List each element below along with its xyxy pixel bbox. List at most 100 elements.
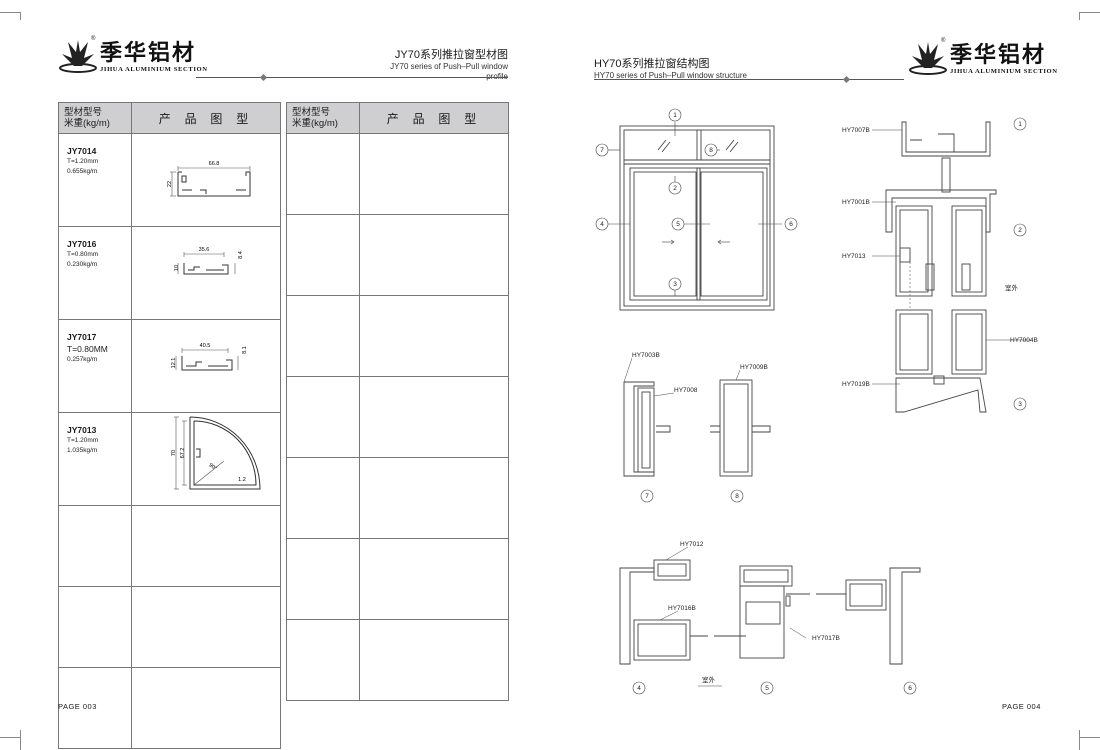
empty-cell — [286, 133, 360, 215]
right-page: HY70系列推拉窗结构图 HY70 series of Push–Pull wi… — [550, 0, 1100, 750]
svg-text:8: 8 — [735, 493, 739, 500]
structure-drawing: 1 2 3 4 5 6 7 8 1 2 3 7 8 4 5 6 — [595, 108, 1038, 695]
table-row — [286, 619, 509, 701]
label-hy7009b: HY7009B — [740, 364, 768, 371]
table-row — [286, 133, 509, 215]
crop-mark — [1079, 730, 1080, 750]
header-rule — [196, 77, 508, 78]
svg-text:8.4: 8.4 — [238, 251, 244, 259]
label-hy7004b: HY7004B — [1010, 337, 1038, 344]
empty-cell — [286, 619, 360, 701]
crop-mark — [20, 12, 21, 20]
svg-text:2: 2 — [673, 185, 677, 192]
page-number-left: PAGE 003 — [58, 702, 97, 711]
table-row — [58, 586, 281, 668]
transom-section — [623, 379, 771, 477]
registered-mark: ® — [91, 36, 96, 42]
empty-cell — [58, 667, 132, 749]
title-en: HY70 series of Push–Pull window structur… — [594, 71, 747, 80]
label-hy7012: HY7012 — [680, 541, 704, 548]
right-page-title: HY70系列推拉窗结构图 HY70 series of Push–Pull wi… — [594, 58, 747, 81]
svg-text:6: 6 — [908, 685, 912, 692]
label-hy7017b: HY7017B — [812, 635, 840, 642]
outdoor-label: 室外 — [1005, 283, 1019, 292]
table-row: JY7014 T=1.20mm 0.655kg/m 66.8 2 — [58, 133, 281, 227]
table-row — [58, 667, 281, 749]
crop-mark — [1080, 737, 1100, 738]
header-rule-dot — [259, 73, 268, 82]
svg-text:40.5: 40.5 — [200, 343, 211, 349]
window-elevation — [619, 125, 775, 311]
svg-text:5: 5 — [765, 685, 769, 692]
svg-text:7: 7 — [645, 493, 649, 500]
profile-thickness: T=1.20mm — [67, 158, 99, 165]
crop-mark — [1079, 12, 1080, 20]
crop-mark — [1080, 12, 1100, 13]
header-code: 型材型号 米重(kg/m) — [58, 102, 132, 134]
profile-code: JY7014 — [67, 146, 97, 156]
svg-text:66.8: 66.8 — [209, 161, 220, 167]
profile-code-cell: JY7016 T=0.80mm 0.230kg/m — [58, 226, 132, 320]
svg-text:8.1: 8.1 — [242, 346, 248, 354]
label-hy7013: HY7013 — [842, 253, 866, 260]
svg-text:4: 4 — [637, 685, 641, 692]
empty-cell — [359, 295, 509, 377]
label-hy7008: HY7008 — [674, 387, 698, 394]
brand-mark-icon — [59, 40, 97, 73]
svg-text:70: 70 — [171, 450, 177, 456]
label-hy7019b: HY7019B — [842, 381, 870, 388]
svg-text:3: 3 — [1018, 401, 1022, 408]
empty-cell — [131, 667, 281, 749]
table-row — [286, 376, 509, 458]
table-row — [286, 538, 509, 620]
left-page: 季华铝材 JIHUA ALUMINIUM SECTION ® JY70系列推拉窗… — [58, 36, 509, 749]
table-row — [286, 295, 509, 377]
empty-cell — [359, 376, 509, 458]
profile-weight: 1.035kg/m — [67, 447, 98, 454]
title-en: JY70 series of Push–Pull window profile — [390, 62, 508, 81]
svg-text:4: 4 — [600, 221, 604, 228]
profile-drawing-jy7014: 66.8 22 — [167, 161, 251, 197]
empty-cell — [286, 214, 360, 296]
brand-name-en: JIHUA ALUMINIUM SECTION — [950, 68, 1058, 75]
svg-text:1.2: 1.2 — [238, 477, 246, 483]
table-row: JY7013 T=1.20mm 1.035kg/m 70 — [58, 412, 281, 506]
svg-text:1: 1 — [673, 112, 677, 119]
brand-name-en: JIHUA ALUMINIUM SECTION — [100, 66, 208, 73]
profile-thickness: T=0.80mm — [67, 251, 99, 258]
profile-code: JY7013 — [67, 425, 97, 435]
empty-cell — [359, 457, 509, 539]
profile-drawing-cell: 35.6 8.4 10 — [131, 226, 281, 320]
label-hy7016b: HY7016B — [668, 605, 696, 612]
svg-text:22: 22 — [167, 181, 173, 187]
brand-logo: 季华铝材 JIHUA ALUMINIUM SECTION — [58, 38, 208, 74]
profile-drawing-cell: 40.5 8.1 12.1 — [131, 319, 281, 413]
outdoor-label: 室外 — [702, 675, 716, 684]
empty-cell — [58, 505, 132, 587]
crop-mark — [0, 12, 20, 13]
table-row: JY7016 T=0.80mm 0.230kg/m 35.6 8 — [58, 226, 281, 320]
empty-cell — [359, 619, 509, 701]
brand-name-cn: 季华铝材 — [950, 43, 1047, 68]
brand-logo: 季华铝材 JIHUA ALUMINIUM SECTION — [908, 40, 1058, 76]
title-cn: HY70系列推拉窗结构图 — [594, 58, 710, 70]
empty-cell — [359, 214, 509, 296]
registered-mark: ® — [941, 38, 946, 44]
empty-cell — [286, 538, 360, 620]
empty-cell — [131, 505, 281, 587]
svg-text:35.6: 35.6 — [199, 247, 210, 253]
profile-code: JY7017 — [67, 332, 97, 342]
profile-weight: 0.230kg/m — [67, 261, 98, 268]
svg-text:8: 8 — [709, 147, 713, 154]
profile-code-cell: JY7017 T=0.80MM 0.257kg/m — [58, 319, 132, 413]
vertical-section — [885, 121, 997, 413]
title-cn: JY70系列推拉窗型材图 — [394, 49, 508, 61]
profile-thickness: T=1.20mm — [67, 437, 99, 444]
horizontal-section — [619, 559, 921, 665]
svg-text:1: 1 — [1018, 121, 1022, 128]
profile-drawing-cell: 66.8 22 — [131, 133, 281, 227]
empty-cell — [359, 133, 509, 215]
header-code: 型材型号 米重(kg/m) — [286, 102, 360, 134]
svg-text:7: 7 — [600, 147, 604, 154]
profile-code-cell: JY7014 T=1.20mm 0.655kg/m — [58, 133, 132, 227]
